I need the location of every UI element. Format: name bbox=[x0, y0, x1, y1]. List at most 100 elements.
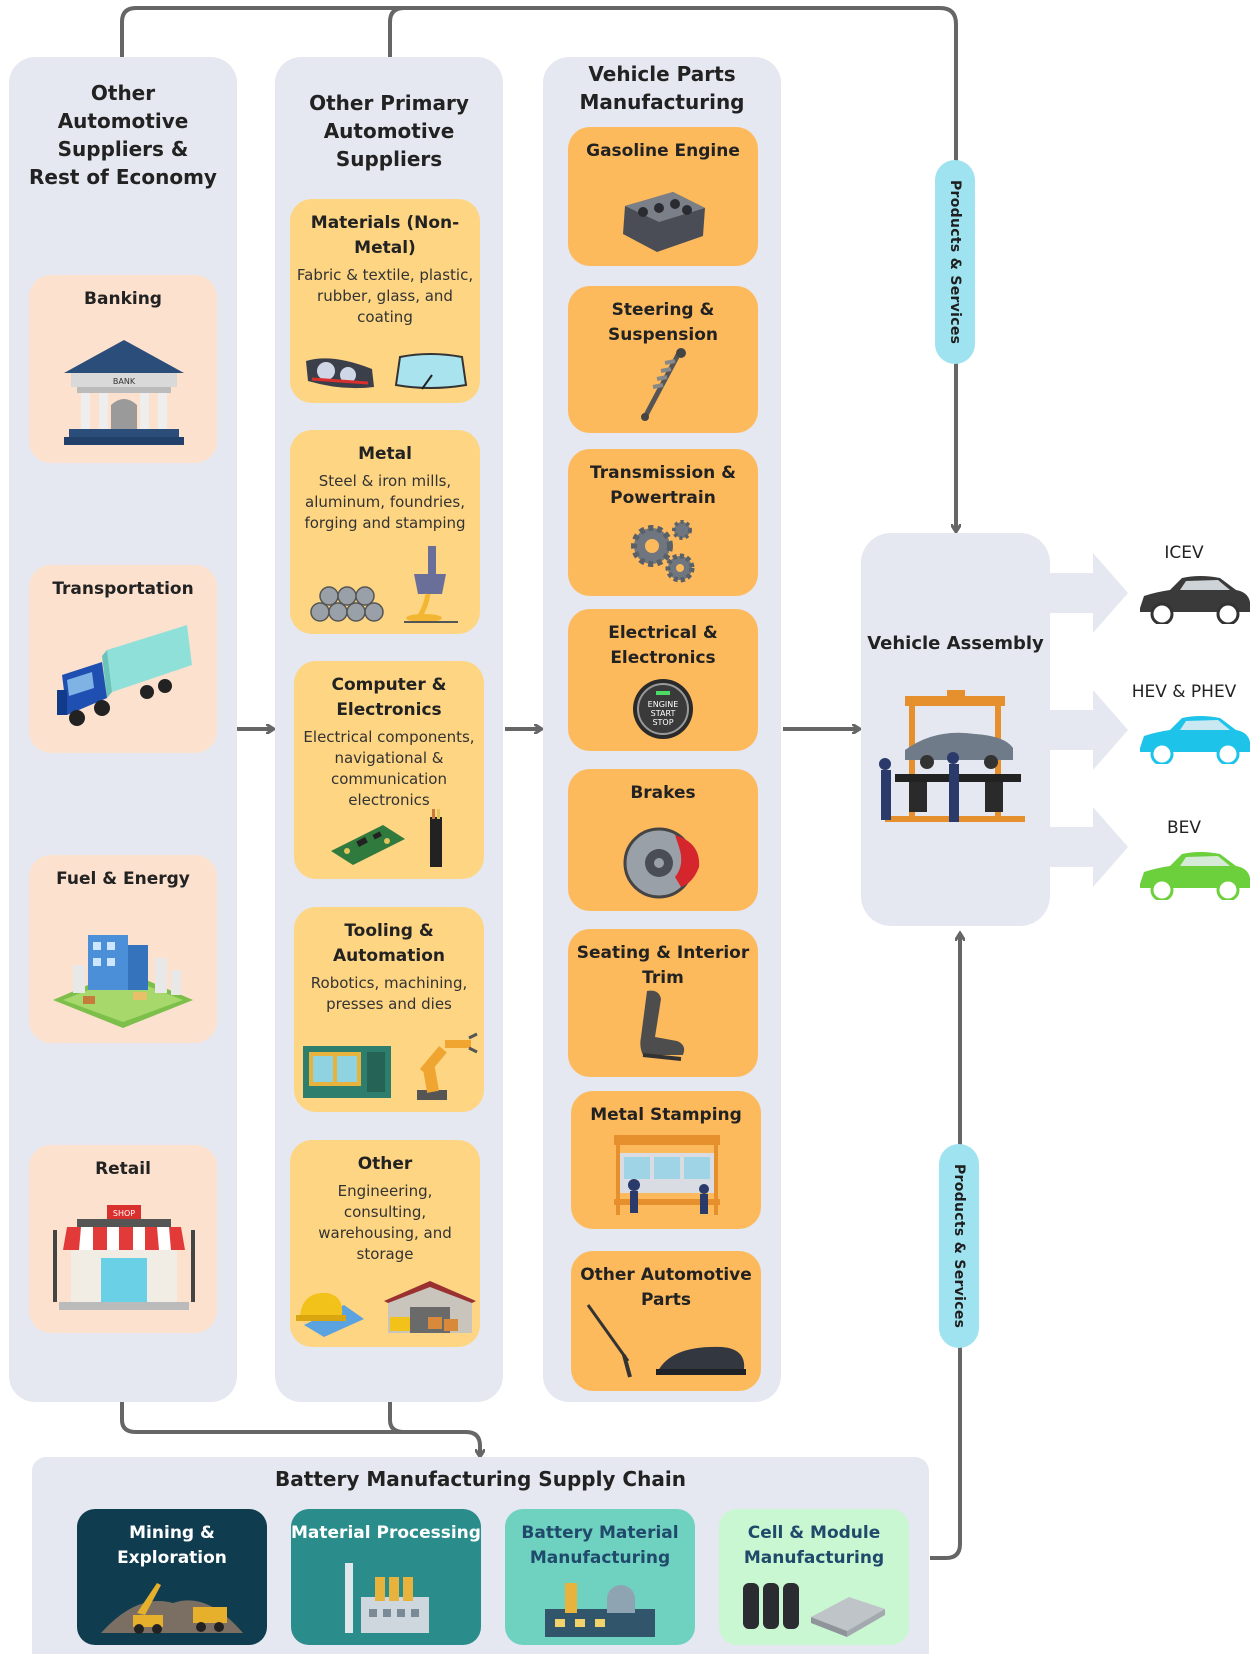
card-title: Materials (Non-Metal) bbox=[310, 213, 460, 258]
engine-icon bbox=[623, 192, 705, 252]
vehicle-label-hev: HEV & PHEV bbox=[1131, 682, 1237, 702]
battery-cells-icon bbox=[743, 1583, 885, 1637]
icev-car-icon bbox=[1140, 576, 1250, 624]
energy-plant-icon bbox=[53, 935, 193, 1028]
columns-to-battery-line bbox=[120, 1402, 480, 1455]
cable-icon bbox=[430, 809, 442, 867]
arrow-to-icev bbox=[1048, 553, 1128, 633]
card-description: Engineering, consulting, warehousing, an… bbox=[318, 1182, 452, 1263]
column-vehicle-parts: Vehicle Parts Manufacturing Gasoline Eng… bbox=[543, 57, 781, 1402]
svg-text:BANK: BANK bbox=[113, 377, 136, 386]
card-title: Metal Stamping bbox=[590, 1105, 742, 1125]
card-metal-stamping: Metal Stamping bbox=[571, 1091, 761, 1229]
card-brakes: Brakes bbox=[568, 769, 758, 911]
card-title: Other bbox=[357, 1154, 413, 1174]
card-other-suppliers: Other Engineering, consulting, warehousi… bbox=[290, 1140, 480, 1347]
svg-text:SHOP: SHOP bbox=[113, 1209, 135, 1218]
brake-disc-icon bbox=[623, 827, 700, 899]
steel-pipes-icon bbox=[310, 586, 384, 622]
card-description: Robotics, machining, presses and dies bbox=[310, 974, 468, 1013]
svg-text:ENGINE: ENGINE bbox=[648, 700, 679, 709]
processing-plant-icon bbox=[345, 1563, 429, 1633]
assembly-title: Vehicle Assembly bbox=[867, 633, 1044, 654]
shock-absorber-icon bbox=[641, 348, 686, 421]
card-materials-non-metal: Materials (Non-Metal) Fabric & textile, … bbox=[290, 199, 480, 403]
truck-icon bbox=[57, 625, 192, 726]
bank-icon: BANK bbox=[64, 340, 184, 445]
stage-title: Battery Material Manufacturing bbox=[521, 1523, 679, 1568]
card-transportation: Transportation bbox=[29, 565, 217, 753]
card-title: Gasoline Engine bbox=[586, 141, 740, 161]
pill-label: Products & Services bbox=[951, 1163, 967, 1329]
vehicle-label-icev: ICEV bbox=[1164, 543, 1204, 563]
products-services-pill-top: Products & Services bbox=[935, 160, 975, 364]
cnc-machine-icon bbox=[303, 1046, 391, 1098]
vehicle-assembly-panel: Vehicle Assembly bbox=[861, 533, 1050, 926]
stage-title: Material Processing bbox=[291, 1523, 481, 1543]
card-retail: Retail SHOP bbox=[29, 1145, 217, 1333]
card-metal: Metal Steel & iron mills, aluminum, foun… bbox=[290, 430, 480, 634]
card-title: Electrical & Electronics bbox=[608, 623, 718, 668]
stage-material-processing: Material Processing bbox=[291, 1509, 481, 1645]
stamping-line-icon bbox=[614, 1135, 720, 1215]
card-tooling-automation: Tooling & Automation Robotics, machining… bbox=[294, 907, 484, 1112]
card-gasoline-engine: Gasoline Engine bbox=[568, 127, 758, 266]
svg-text:START: START bbox=[651, 709, 676, 718]
stage-mining-exploration: Mining & Exploration bbox=[77, 1509, 267, 1645]
card-description: Steel & iron mills, aluminum, foundries,… bbox=[304, 472, 466, 532]
card-title: Retail bbox=[95, 1159, 151, 1179]
stage-title: Cell & Module Manufacturing bbox=[743, 1523, 885, 1568]
column-title: Vehicle Parts Manufacturing bbox=[579, 62, 745, 114]
factory-icon bbox=[545, 1583, 655, 1637]
card-title: Transportation bbox=[52, 579, 194, 599]
card-computer-electronics: Computer & Electronics Electrical compon… bbox=[294, 661, 484, 879]
card-title: Computer & Electronics bbox=[331, 675, 447, 720]
circuit-board-icon bbox=[331, 825, 405, 865]
arrow-to-bev bbox=[1048, 807, 1128, 887]
pill-label: Products & Services bbox=[947, 179, 963, 345]
card-description: Electrical components, navigational & co… bbox=[303, 728, 475, 809]
foundry-pour-icon bbox=[404, 546, 458, 623]
windshield-icon bbox=[394, 353, 468, 390]
start-button-icon: ENGINE START STOP bbox=[633, 679, 693, 739]
battery-title: Battery Manufacturing Supply Chain bbox=[275, 1467, 686, 1491]
card-title: Metal bbox=[358, 444, 412, 464]
battery-to-assembly-line bbox=[930, 935, 960, 1560]
card-title: Seating & Interior Trim bbox=[576, 943, 750, 988]
card-title: Brakes bbox=[630, 783, 696, 803]
column-title: Other Automotive Suppliers & Rest of Eco… bbox=[29, 81, 217, 189]
roof-box-icon bbox=[656, 1346, 746, 1375]
card-title: Fuel & Energy bbox=[56, 869, 190, 889]
card-title: Transmission & Powertrain bbox=[590, 463, 736, 508]
products-services-pill-bottom: Products & Services bbox=[939, 1144, 979, 1348]
gears-icon bbox=[631, 520, 695, 583]
hev-phev-car-icon bbox=[1140, 716, 1250, 764]
card-steering-suspension: Steering & Suspension bbox=[568, 286, 758, 433]
column-other-suppliers-economy: Other Automotive Suppliers & Rest of Eco… bbox=[9, 57, 237, 1402]
card-seating-interior: Seating & Interior Trim bbox=[568, 929, 758, 1077]
column-primary-suppliers: Other Primary Automotive Suppliers Mater… bbox=[275, 57, 503, 1402]
stage-battery-material-manufacturing: Battery Material Manufacturing bbox=[505, 1509, 695, 1645]
stage-title: Mining & Exploration bbox=[117, 1523, 227, 1568]
card-banking: Banking BANK bbox=[29, 275, 217, 463]
vehicle-label-bev: BEV bbox=[1166, 818, 1202, 838]
warehouse-icon bbox=[384, 1281, 476, 1333]
bev-car-icon bbox=[1140, 852, 1250, 900]
card-transmission-powertrain: Transmission & Powertrain bbox=[568, 449, 758, 596]
car-seat-icon bbox=[640, 990, 685, 1061]
battery-supply-chain-panel: Battery Manufacturing Supply Chain Minin… bbox=[32, 1457, 929, 1654]
card-other-automotive-parts: Other Automotive Parts bbox=[571, 1251, 761, 1391]
card-fuel-energy: Fuel & Energy bbox=[29, 855, 217, 1043]
arrow-to-hev bbox=[1048, 690, 1128, 770]
top-connector-line bbox=[120, 6, 956, 530]
wiper-blade-icon bbox=[586, 1304, 632, 1378]
card-description: Fabric & textile, plastic, rubber, glass… bbox=[296, 266, 474, 326]
svg-text:STOP: STOP bbox=[652, 718, 673, 727]
column-title: Other Primary Automotive Suppliers bbox=[309, 91, 469, 171]
assembly-line-icon bbox=[879, 690, 1025, 822]
engineering-helmet-icon bbox=[296, 1292, 364, 1337]
mining-icon bbox=[101, 1583, 243, 1634]
card-title: Steering & Suspension bbox=[608, 300, 718, 345]
headlight-icon bbox=[306, 358, 374, 389]
